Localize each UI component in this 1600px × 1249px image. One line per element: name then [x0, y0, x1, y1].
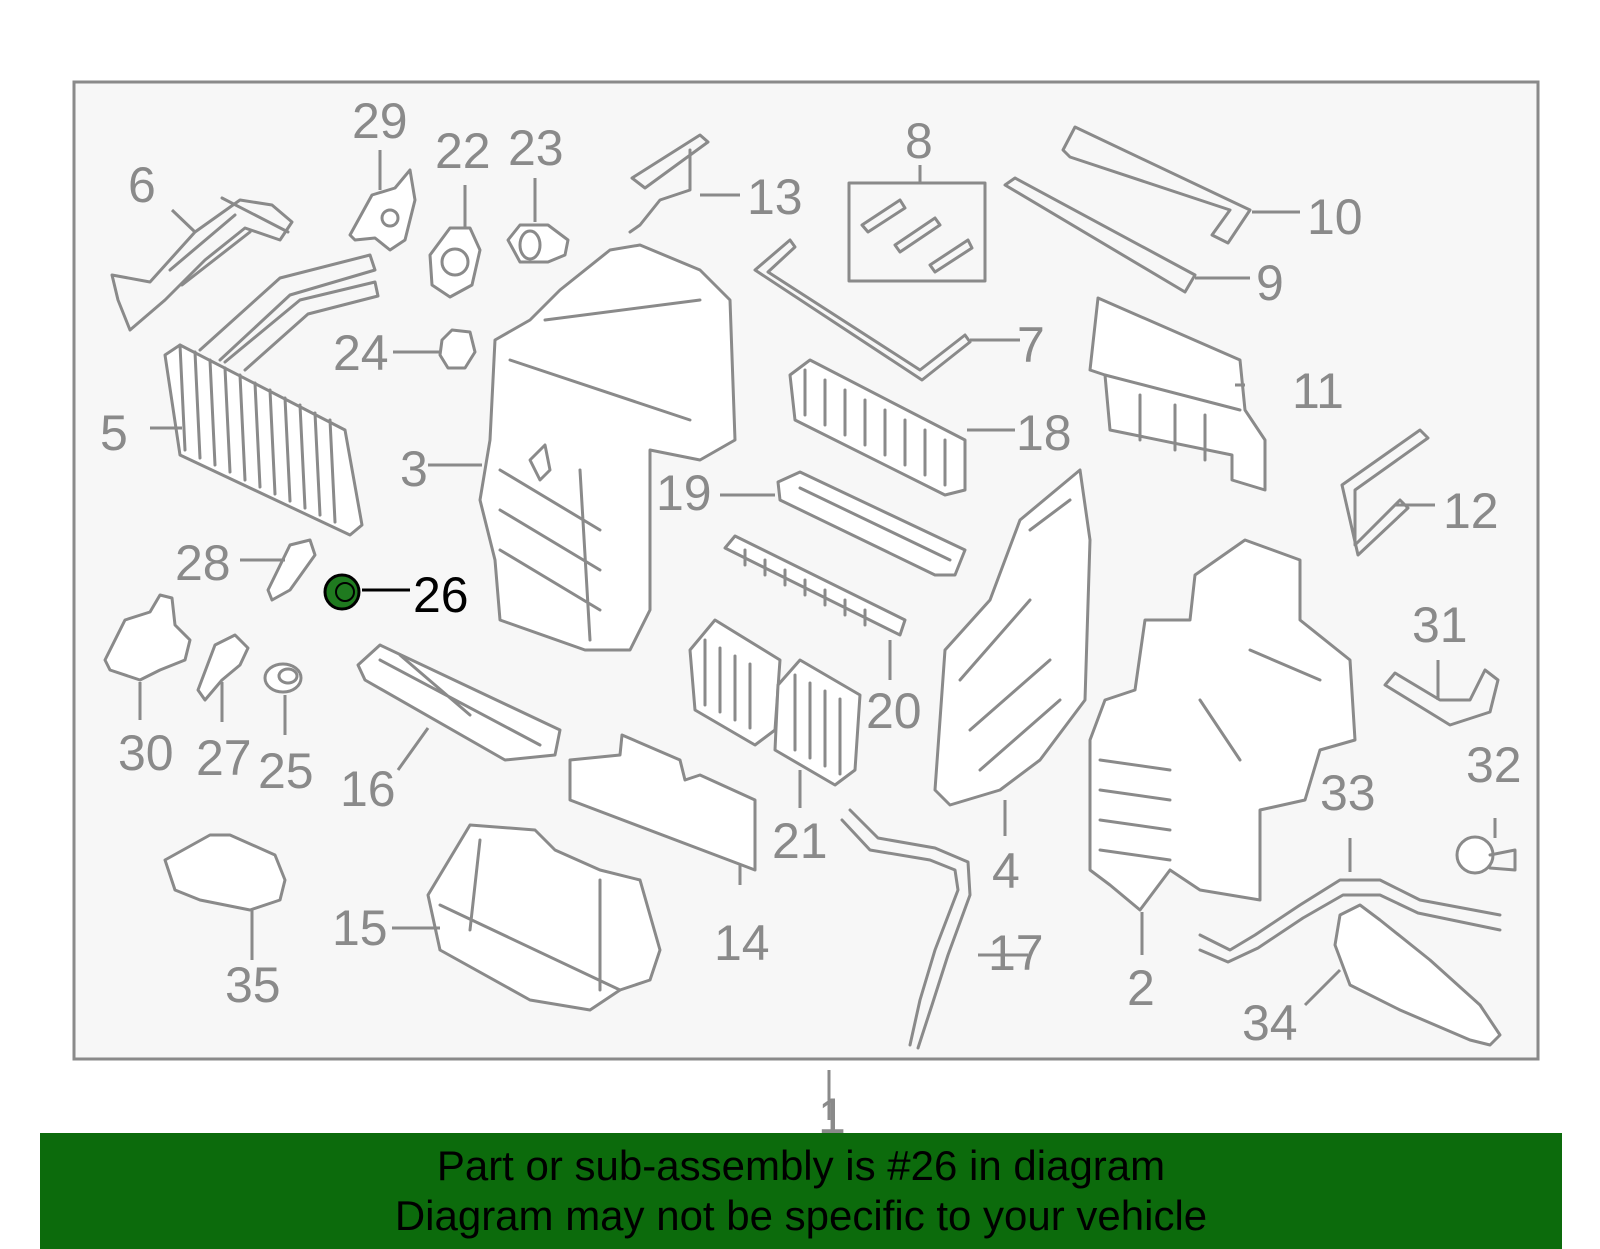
- callout-6: 6: [128, 157, 156, 213]
- part-28-lever: [266, 538, 317, 602]
- callout-9: 9: [1256, 255, 1284, 311]
- part-23-resistor: [506, 223, 570, 264]
- part-27-lever: [196, 633, 250, 702]
- callout-5: 5: [100, 405, 128, 461]
- part-13-sensor: [628, 133, 710, 234]
- callout-12: 12: [1443, 483, 1499, 539]
- callout-labels: 1 2 3 4 5 6 7 8 9 10 11 12 13 14 15 16 1…: [100, 93, 1522, 1144]
- part-30-actuator: [103, 593, 192, 682]
- callout-33: 33: [1320, 765, 1376, 821]
- callout-23: 23: [508, 120, 564, 176]
- callout-14: 14: [714, 915, 770, 971]
- part-26-highlighted: [323, 573, 361, 611]
- part-5-heater-core: [163, 253, 380, 537]
- callout-22: 22: [435, 123, 491, 179]
- part-32-valve: [1455, 835, 1517, 875]
- part-22-motor: [428, 226, 482, 299]
- part-17-drain-hose: [840, 808, 972, 1050]
- callout-32: 32: [1466, 737, 1522, 793]
- callout-28: 28: [175, 535, 231, 591]
- callout-10: 10: [1307, 189, 1363, 245]
- part-33-tube: [1198, 878, 1502, 964]
- callout-27: 27: [196, 730, 252, 786]
- part-21-filters: [688, 618, 862, 787]
- part-35-actuator: [163, 833, 287, 912]
- part-9-seal-strip: [1003, 176, 1197, 294]
- callout-4: 4: [992, 843, 1020, 899]
- part-11-filter-cover: [1088, 296, 1267, 492]
- callout-35: 35: [225, 957, 281, 1013]
- callout-25: 25: [258, 743, 314, 799]
- callout-16: 16: [340, 761, 396, 817]
- part-16-duct: [356, 643, 562, 762]
- callout-29: 29: [352, 93, 408, 149]
- callout-3: 3: [400, 441, 428, 497]
- part-15-lower-case: [426, 823, 662, 1012]
- callout-21: 21: [772, 813, 828, 869]
- part-3-case: [478, 243, 737, 652]
- banner-part-text: Part or sub-assembly is #26 in diagram: [436, 1142, 1166, 1189]
- callout-20: 20: [866, 683, 922, 739]
- callout-26: 26: [413, 567, 469, 623]
- callout-17: 17: [988, 925, 1044, 981]
- callout-8: 8: [905, 113, 933, 169]
- callout-19: 19: [656, 465, 712, 521]
- part-25-grommet: [263, 662, 303, 694]
- part-31-bracket: [1383, 668, 1500, 727]
- part-2-main-case: [1088, 538, 1357, 912]
- part-10-seal: [1061, 125, 1252, 245]
- part-12-bracket: [1340, 428, 1430, 557]
- leader-lines: [138, 150, 1497, 1120]
- banner-disclaimer-text: Diagram may not be specific to your vehi…: [394, 1192, 1208, 1239]
- callout-30: 30: [118, 725, 174, 781]
- info-banner: Part or sub-assembly is #26 in diagram D…: [40, 1133, 1562, 1249]
- part-24-clip: [438, 328, 477, 370]
- callout-31: 31: [1412, 597, 1468, 653]
- part-18-door: [788, 358, 967, 497]
- part-8-seal-kit: [847, 181, 987, 283]
- part-19-door: [776, 470, 967, 577]
- callout-34: 34: [1242, 995, 1298, 1051]
- callout-13: 13: [747, 169, 803, 225]
- part-4-case-half: [933, 468, 1092, 807]
- part-20-door: [723, 534, 907, 637]
- part-7-seal: [753, 238, 972, 382]
- callout-18: 18: [1016, 405, 1072, 461]
- callout-15: 15: [332, 900, 388, 956]
- callout-7: 7: [1017, 317, 1045, 373]
- callout-11: 11: [1292, 363, 1344, 419]
- part-29-actuator: [348, 168, 417, 252]
- part-14-panel: [568, 733, 757, 872]
- callout-2: 2: [1127, 960, 1155, 1016]
- part-34-duct: [1333, 903, 1502, 1047]
- callout-24: 24: [333, 325, 389, 381]
